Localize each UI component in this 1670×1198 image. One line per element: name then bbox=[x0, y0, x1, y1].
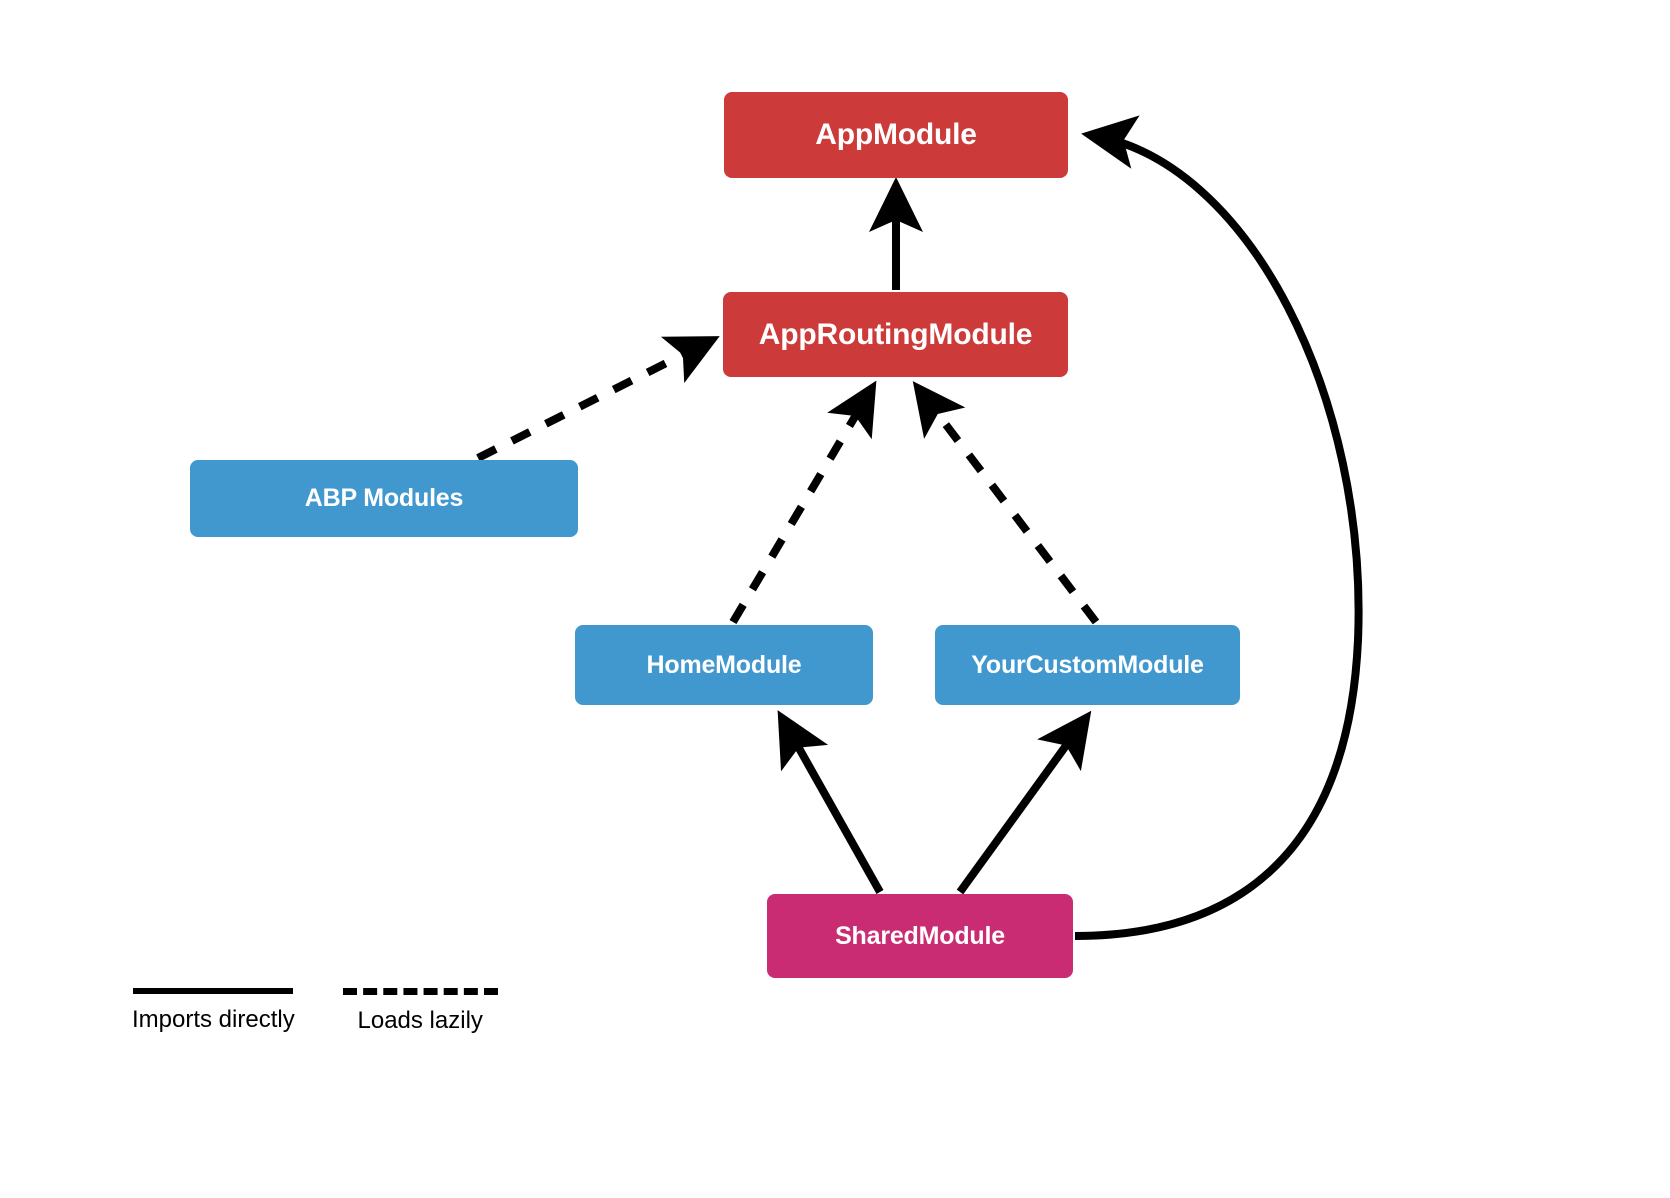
legend-dashed-line-icon bbox=[342, 988, 498, 995]
node-abp-modules-label: ABP Modules bbox=[304, 484, 464, 512]
node-shared-module[interactable]: SharedModule bbox=[767, 894, 1073, 978]
legend-item-loads-lazily-label: Loads lazily bbox=[357, 1007, 483, 1034]
edge-sharedmodule-to-homemodule bbox=[777, 710, 884, 894]
edge-abpmodules-to-approutingmodule bbox=[476, 336, 720, 462]
node-shared-module-label: SharedModule bbox=[835, 921, 1005, 950]
legend-solid-line-icon bbox=[133, 988, 294, 994]
edge-sharedmodule-to-yourcustommodule bbox=[956, 710, 1092, 895]
legend-item-imports-directly-label: Imports directly bbox=[132, 1006, 295, 1033]
node-home-module[interactable]: HomeModule bbox=[575, 625, 873, 705]
edge-yourcustommodule-to-approutingmodule bbox=[912, 381, 1100, 625]
node-your-custom-module[interactable]: YourCustomModule bbox=[935, 625, 1240, 705]
node-app-routing-module-label: AppRoutingModule bbox=[758, 317, 1033, 351]
legend: Imports directly Loads lazily bbox=[132, 988, 498, 1033]
node-home-module-label: HomeModule bbox=[646, 650, 802, 679]
node-app-routing-module[interactable]: AppRoutingModule bbox=[723, 292, 1068, 377]
node-app-module-label: AppModule bbox=[815, 118, 977, 151]
node-abp-modules[interactable]: ABP Modules bbox=[190, 460, 578, 537]
node-app-module[interactable]: AppModule bbox=[724, 92, 1068, 178]
legend-item-loads-lazily: Loads lazily bbox=[342, 988, 498, 1034]
node-your-custom-module-label: YourCustomModule bbox=[971, 650, 1204, 679]
edge-sharedmodule-to-appmodule bbox=[1074, 115, 1363, 940]
edge-homemodule-to-approutingmodule bbox=[729, 380, 877, 625]
legend-item-imports-directly: Imports directly bbox=[132, 988, 295, 1032]
